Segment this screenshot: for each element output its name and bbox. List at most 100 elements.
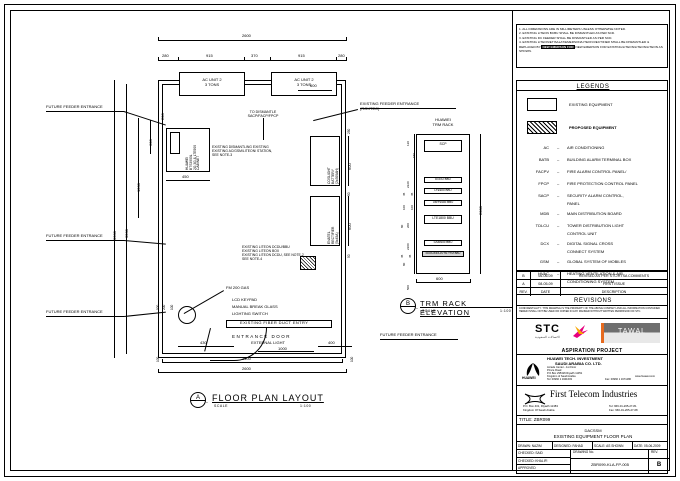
legend-abbr-ac: AC xyxy=(543,145,549,150)
title-underline xyxy=(212,402,310,403)
cell-divider xyxy=(571,458,649,459)
ac-unit-2-left[interactable] xyxy=(179,72,245,96)
underline xyxy=(46,111,124,112)
rack-dim-80a: 80 xyxy=(400,224,404,228)
legend-def-gsm: GLOBAL SYSTEM OF MOBILES xyxy=(567,259,626,264)
lte900-shelf[interactable] xyxy=(424,188,462,194)
drawing-number-value: ZBR099-KLA-FP-005 xyxy=(590,462,629,467)
dcdu-ttm-shelf[interactable] xyxy=(422,251,464,257)
enatel-rectifier[interactable] xyxy=(310,196,340,246)
legend-def-batb: BUILDING ALARM TERMINAL BOX xyxy=(567,157,632,162)
huawei-line-4: Prince Road xyxy=(547,369,562,372)
meta-scale-key: SCALE xyxy=(594,444,605,448)
dim-2400-line xyxy=(162,362,342,363)
legend-header-text: LEGENDS xyxy=(576,83,610,90)
approved-row: APPROVED xyxy=(517,465,570,473)
legend-dash: – xyxy=(557,169,560,174)
note-4: 4. EXISTING LITEON/ETISALAT/EMERSON/LITE… xyxy=(519,40,665,53)
leader-line xyxy=(263,118,264,140)
fti-fax: Fax: 966-01-265-27-68 xyxy=(609,408,638,412)
dim-600-rect-label: 600 xyxy=(347,223,352,230)
dim-2400: 2400 xyxy=(242,356,251,361)
legend-def-hvac-1: HEATING VENTILATION & AIR xyxy=(567,271,623,276)
dim-400-line xyxy=(318,346,352,347)
tick xyxy=(346,369,347,373)
rack-height-dim-line xyxy=(480,134,481,274)
tawal-logo: TAWAL xyxy=(601,323,660,343)
dim-600-ac-label: 600 xyxy=(310,83,317,88)
legend-abbr-sacp: SACP xyxy=(538,193,549,198)
room-outline-outer xyxy=(158,80,346,358)
revision-desc-b: REVISED AS PER STC/HTSA COMMENTS xyxy=(578,274,650,278)
proposed-equipment-label: PROPOSED EQUIPMENT xyxy=(569,125,617,130)
rack-dim-120: 120 xyxy=(406,140,410,146)
dim-stack-c: 500 xyxy=(156,304,160,310)
huawei-line-6: Kingdom of Saudi Arabia xyxy=(547,375,576,378)
dim-250: 250 xyxy=(347,128,351,134)
fti-address-2: Kingdom Of Saudi Arabia xyxy=(523,408,555,412)
title-underline xyxy=(420,307,512,308)
huawei-line-7: Tel: 00966 1 1901603 xyxy=(547,378,572,381)
tick xyxy=(346,57,347,61)
dim-1200-label: 1200 xyxy=(136,183,141,192)
floor-plan-marker-letter: A xyxy=(195,395,200,401)
dim-1200 xyxy=(138,118,139,218)
legend-def-dcx-1: DIGITAL SIGNAL CROSS xyxy=(567,241,614,246)
coslight-battery[interactable] xyxy=(310,136,340,186)
callout-existing-dismantling: EXISTING DISMANTLING EXISTING EXISTING A… xyxy=(212,145,273,157)
dim-450 xyxy=(166,180,210,181)
dim-stack-a: 200 xyxy=(162,304,166,310)
stc-logo-text: STC xyxy=(535,323,560,335)
revisions-title: REVISIONS xyxy=(573,297,613,304)
dim-1000: 1000 xyxy=(278,346,287,351)
legend-dash: – xyxy=(557,223,560,228)
checked-row-1: CHECKED: SAID xyxy=(517,450,570,458)
legend-abbr-dcx: DCX xyxy=(540,241,549,246)
dim-2600-bottom-line xyxy=(158,372,346,373)
tawal-logo-text: TAWAL xyxy=(617,328,647,335)
huawei-flower-icon xyxy=(526,363,540,376)
checked-value-1: SAID xyxy=(535,451,543,455)
stc-logo-arabic: الاتصالات السعودية xyxy=(535,335,560,339)
huawei-line-8: Fax: 00966 1 1971286 xyxy=(605,378,631,381)
revision-row-a: A 08-05-09 FIRST ISSUE xyxy=(516,279,668,288)
client-logo-box: STC الاتصالات السعودية TAWAL ASPIRATION … xyxy=(516,319,668,355)
umts-shelf[interactable] xyxy=(424,200,462,206)
dcdu-shelf[interactable] xyxy=(424,177,462,183)
legend-abbr-tdlcu: TDLCU xyxy=(535,223,549,228)
revision-col-date: DATE xyxy=(531,288,561,296)
lte1800-shelf[interactable] xyxy=(424,215,462,224)
note-1: 1. ALL DIMENSIONS ARE IN MILLIMETERS UNL… xyxy=(519,27,626,31)
marker-divider xyxy=(401,306,415,307)
rack-scale-value: 1:100 xyxy=(500,309,512,313)
door-swing-symbol xyxy=(170,132,180,154)
gsm-shelf[interactable] xyxy=(424,240,462,246)
legend-dash: – xyxy=(557,181,560,186)
huawei-wordmark: HUAWEI xyxy=(522,376,536,380)
legend-dash: – xyxy=(557,241,560,246)
tick xyxy=(158,57,159,61)
title-bottom-row: CHECKED: SAID CHECKED: KHALIFI APPROVED … xyxy=(517,450,669,473)
proposed-equipment-hatch xyxy=(300,256,316,270)
revision-rev-a: A xyxy=(517,280,531,288)
rack-dim-chain xyxy=(414,134,415,274)
huawei-cabinet[interactable] xyxy=(166,128,210,172)
revision-desc-a: FIRST ISSUE xyxy=(602,282,626,286)
checked-key-2: CHECKED xyxy=(518,458,534,463)
dim-2600-top: 2600 xyxy=(242,33,251,38)
tick xyxy=(270,57,271,61)
tick xyxy=(244,57,245,61)
ac-unit-2-right[interactable] xyxy=(271,72,337,96)
huawei-line-5: P.O.Box 295326 Riyadh 11351 xyxy=(547,372,583,375)
rack-scale-label: SCALE xyxy=(422,309,436,313)
existing-equipment-label: EXISTING EQUIPMENT xyxy=(569,102,613,107)
rack-dim-200: 200 xyxy=(406,222,410,228)
legend-dash: – xyxy=(557,271,560,276)
callout-lcd-keypad: LCD KEYPAD xyxy=(232,297,258,302)
dim-600-ac xyxy=(298,90,332,91)
legend-def-sacp-2: PANEL xyxy=(567,201,580,206)
scp-shelf[interactable] xyxy=(424,140,462,152)
marker-divider xyxy=(191,400,205,401)
meta-designed-key: DESIGNED xyxy=(554,444,571,448)
rack-width-dim: 600 xyxy=(436,276,443,281)
